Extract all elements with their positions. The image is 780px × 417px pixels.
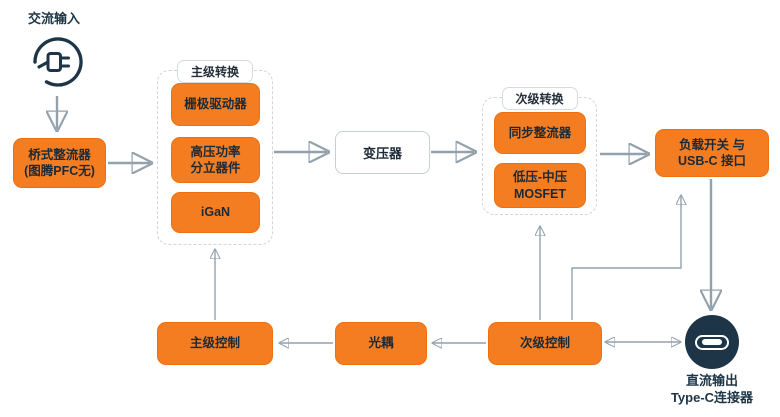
hv-power-block: 高压功率 分立器件: [171, 137, 260, 183]
gate-driver-block: 栅极驱动器: [171, 83, 260, 126]
sync-rectifier-block: 同步整流器: [494, 112, 586, 154]
load-switch-line2: USB-C 接口: [677, 154, 747, 168]
ac-plug-icon: [33, 37, 83, 87]
transformer-block: 变压器: [335, 131, 430, 174]
secondary-control-block: 次级控制: [488, 322, 602, 365]
primary-conversion-label: 主级转换: [176, 60, 254, 83]
bridge-rectifier-block: 桥式整流器 (图腾PFC无): [13, 138, 106, 188]
dc-output-line2: Type-C连接器: [670, 390, 754, 405]
ac-input-label: 交流输入: [28, 11, 81, 26]
bridge-rectifier-line1: 桥式整流器: [28, 147, 91, 162]
usb-c-port-icon: [695, 334, 729, 350]
hv-power-line1: 高压功率: [190, 144, 241, 159]
usb-c-port-pin: [702, 339, 722, 345]
optocoupler-block: 光耦: [335, 322, 427, 365]
mosfet-line2: MOSFET: [513, 186, 567, 201]
mosfet-block: 低压-中压 MOSFET: [494, 163, 586, 208]
hv-power-line2: 分立器件: [190, 161, 241, 175]
primary-control-block: 主级控制: [157, 322, 273, 365]
secondary-conversion-label: 次级转换: [501, 87, 578, 110]
load-switch-line1: 负载开关 与: [679, 137, 745, 152]
dc-output-line1: 直流输出: [685, 373, 738, 388]
type-c-connector-badge: [685, 315, 739, 369]
secondary-conversion-group: 次级转换 同步整流器 低压-中压 MOSFET: [482, 87, 597, 215]
arrow-secondaryctrl-to-loadswitch: [571, 196, 681, 320]
primary-conversion-group: 主级转换 栅极驱动器 高压功率 分立器件 iGaN: [157, 60, 273, 245]
load-switch-block: 负载开关 与 USB-C 接口: [655, 129, 769, 177]
igan-block: iGaN: [171, 192, 260, 233]
bridge-rectifier-line2: (图腾PFC无): [24, 164, 95, 178]
mosfet-line1: 低压-中压: [512, 170, 568, 185]
